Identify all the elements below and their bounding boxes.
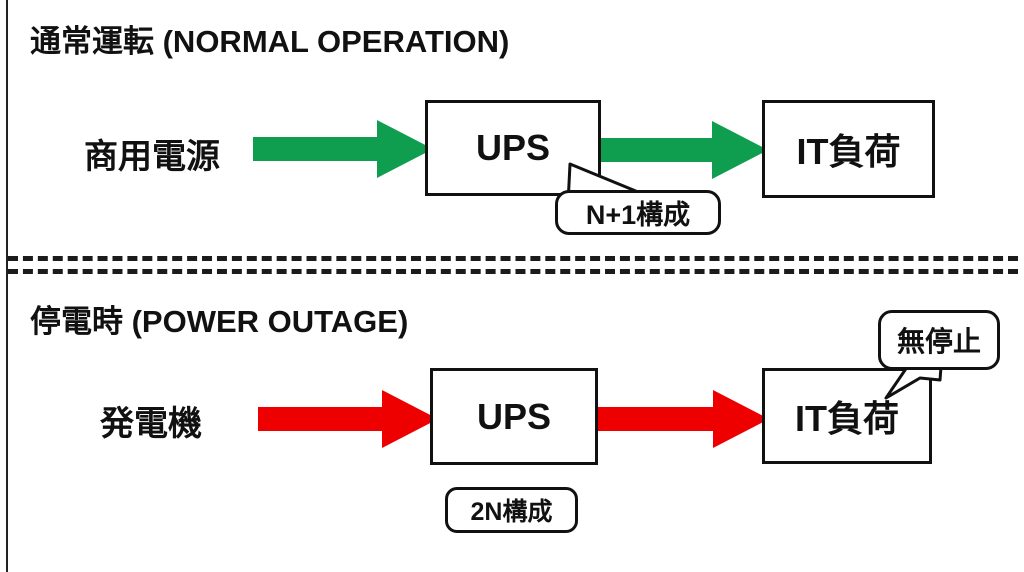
badge-2n-configuration: 2N構成 [445, 487, 578, 533]
section-divider-lower [8, 269, 1018, 274]
arrow-ups-to-load-outage-icon [594, 388, 769, 450]
arrow-ups-to-load-icon [596, 120, 768, 182]
node-it-load-normal[interactable]: IT負荷 [762, 100, 935, 198]
label-generator: 発電機 [100, 405, 202, 443]
callout-n-plus-1-configuration: N+1構成 [555, 190, 721, 235]
section-divider-upper [8, 256, 1018, 261]
node-ups-outage[interactable]: UPS [430, 368, 598, 465]
callout-nonstop: 無停止 [878, 310, 1000, 370]
arrow-generator-to-ups-icon [258, 388, 438, 450]
arrow-utility-to-ups-icon [253, 118, 433, 180]
left-edge-rule [6, 0, 8, 572]
node-ups-normal[interactable]: UPS [425, 100, 601, 196]
section-title-power-outage: 停電時 (POWER OUTAGE) [30, 304, 409, 339]
label-utility-power: 商用電源 [84, 138, 220, 176]
section-title-normal-operation: 通常運転 (NORMAL OPERATION) [30, 24, 510, 59]
